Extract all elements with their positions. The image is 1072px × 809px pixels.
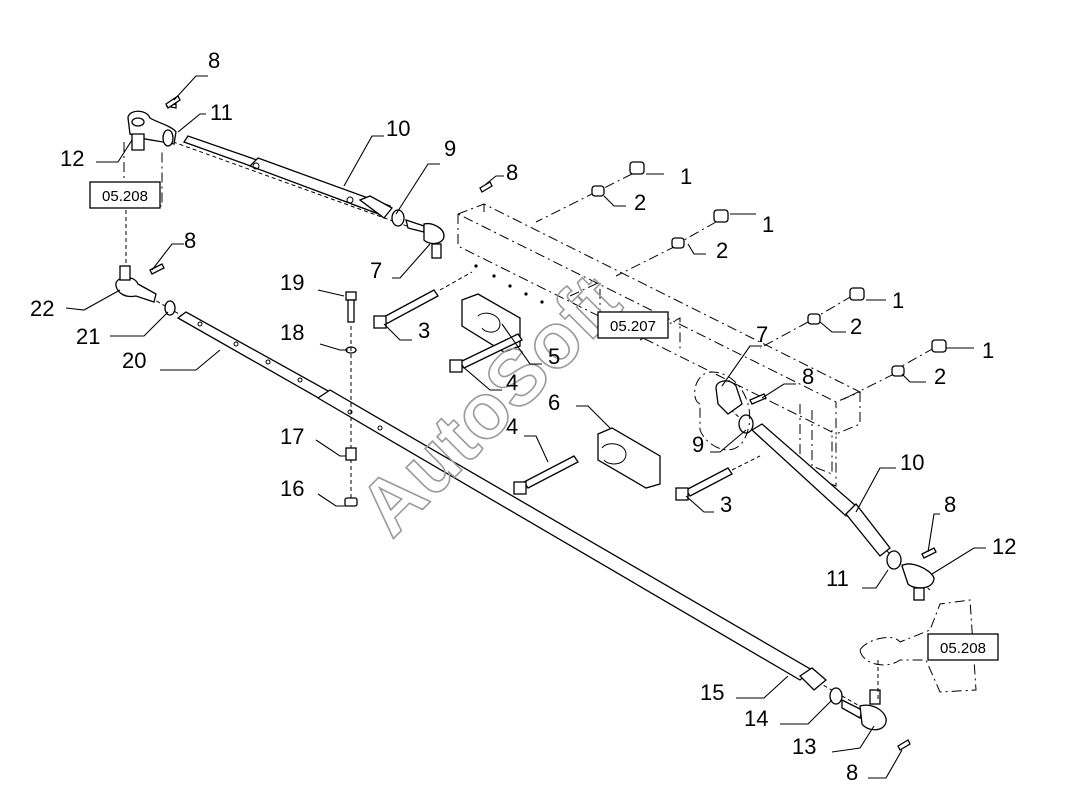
callout-10: 10 [386,116,410,141]
reference-box-center[interactable]: 05.207 [597,311,669,339]
tie-rod-end-upper-left [123,103,177,266]
callout-1: 1 [892,288,904,313]
callout-8: 8 [802,364,814,389]
callout-10: 10 [900,450,924,475]
tie-rod-end-left [115,265,176,316]
reference-label: 05.207 [610,318,656,335]
nuts-and-washers [535,161,947,401]
callout-3: 3 [720,492,732,517]
callout-4: 4 [506,414,518,439]
callout-2: 2 [634,190,646,215]
clamp-bolt [344,291,358,507]
callout-8: 8 [944,492,956,517]
callout-14: 14 [744,706,768,731]
callout-12: 12 [60,146,84,171]
callout-7: 7 [370,258,382,283]
callout-1: 1 [680,164,692,189]
callout-4: 4 [506,370,518,395]
callout-2: 2 [934,364,946,389]
reference-label: 05.208 [940,640,986,657]
callout-8: 8 [846,760,858,785]
callout-1: 1 [762,212,774,237]
callout-16: 16 [280,476,304,501]
callout-22: 22 [30,296,54,321]
callout-7: 7 [756,322,768,347]
callout-2: 2 [850,314,862,339]
lower-drag-link [694,371,935,601]
callout-18: 18 [280,320,304,345]
cotter-pins [149,95,937,751]
callout-8: 8 [208,48,220,73]
callout-6: 6 [548,390,560,415]
callout-8: 8 [506,160,518,185]
callout-21: 21 [76,324,100,349]
long-tie-rod [119,279,887,731]
callout-19: 19 [280,270,304,295]
reference-box-bottom-right[interactable]: 05.208 [927,633,999,661]
callout-17: 17 [280,424,304,449]
callout-numbers: 8 11 12 10 9 8 1 2 1 2 7 8 19 22 21 20 3… [30,48,1016,785]
callout-12: 12 [992,534,1016,559]
callout-8: 8 [184,228,196,253]
callout-1: 1 [982,338,994,363]
callout-11: 11 [210,100,233,125]
callout-leaders [65,75,986,779]
callout-2: 2 [716,238,728,263]
callout-11: 11 [826,566,849,591]
reference-box-top-left[interactable]: 05.208 [89,181,161,209]
upper-drag-link [139,129,445,259]
callout-9: 9 [444,136,456,161]
callout-13: 13 [792,734,816,759]
callout-5: 5 [548,344,560,369]
callout-15: 15 [700,680,724,705]
callout-3: 3 [418,318,430,343]
callout-9: 9 [692,432,704,457]
bolts-and-brackets [373,271,761,501]
reference-label: 05.208 [102,188,148,205]
callout-20: 20 [122,348,146,373]
